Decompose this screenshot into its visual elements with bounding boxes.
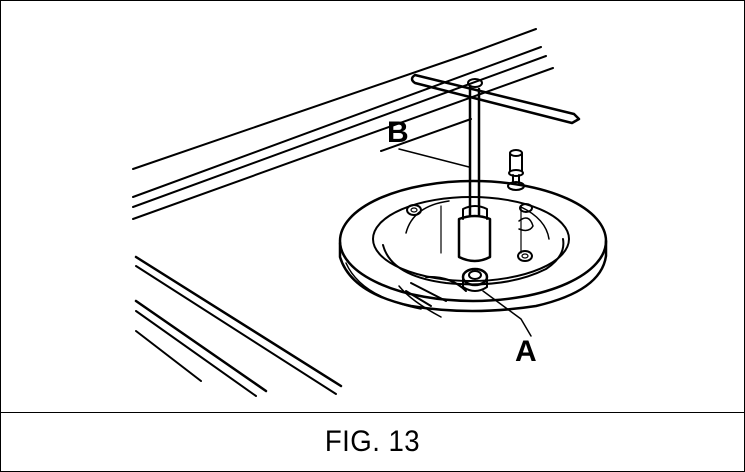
screw-heads xyxy=(406,203,533,262)
nut-and-hand xyxy=(398,267,489,318)
callout-label-a: A xyxy=(515,335,537,368)
leader-lines xyxy=(398,148,532,337)
surface-edge-lines xyxy=(132,28,554,220)
t-wrench xyxy=(410,73,581,263)
electrode-pin xyxy=(507,149,525,191)
panel-edge-lines xyxy=(134,255,343,397)
figure-caption: FIG. 13 xyxy=(324,425,421,458)
line-drawing: B A xyxy=(1,1,744,413)
callout-label-b: B xyxy=(387,116,409,149)
burner-assembly-illustration: B A xyxy=(132,28,608,397)
